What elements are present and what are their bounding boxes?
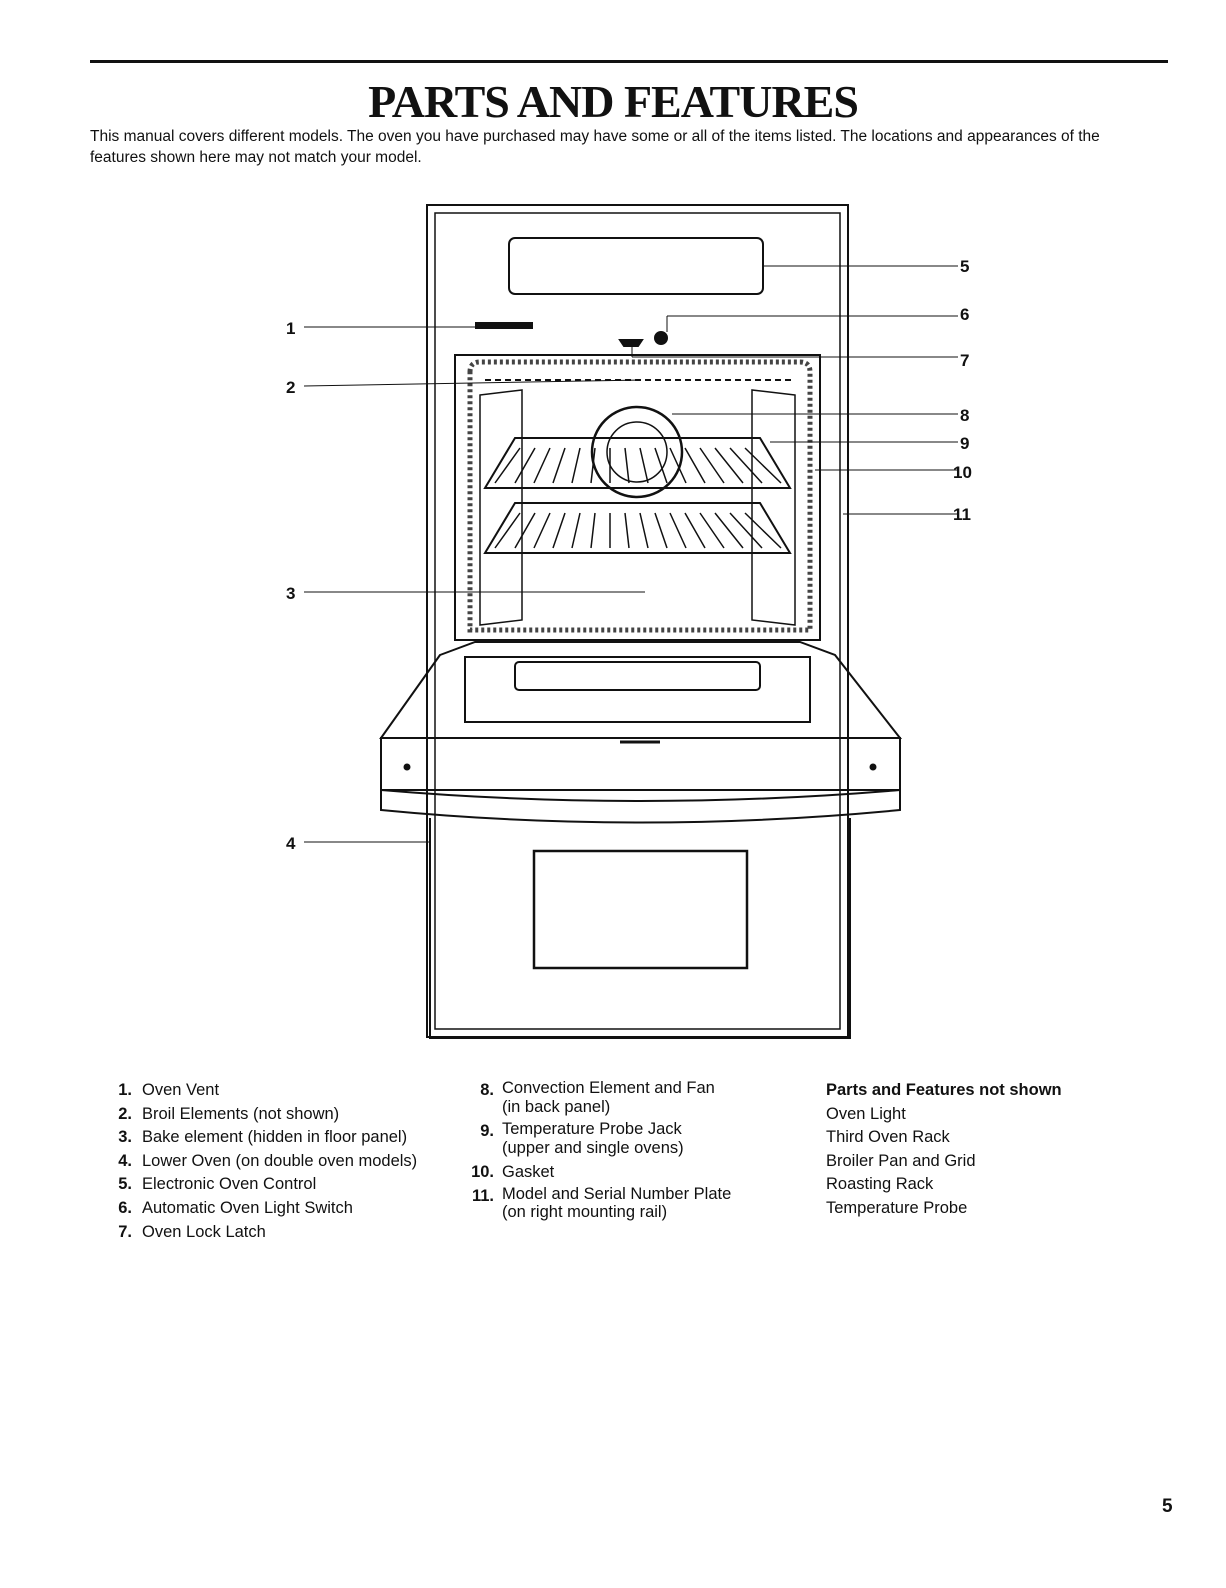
oven-vent xyxy=(475,322,533,329)
leader-lines xyxy=(303,265,958,843)
callout-3: 3 xyxy=(286,584,295,603)
list-item: 1.Oven Vent xyxy=(118,1081,220,1099)
list-item: Third Oven Rack xyxy=(826,1128,950,1147)
not-shown-heading: Parts and Features not shown xyxy=(826,1081,1062,1099)
lower-oven xyxy=(429,818,851,1039)
callout-11: 11 xyxy=(953,505,971,524)
oven-cabinet-outline xyxy=(426,204,849,1038)
electronic-oven-control xyxy=(508,237,764,295)
left-rack-supports xyxy=(479,389,523,626)
list-item: 3.Bake element (hidden in floor panel) xyxy=(118,1128,408,1147)
oven-cavity-frame xyxy=(454,354,821,641)
list-item: Temperature Probe xyxy=(826,1198,968,1217)
door-window-frame xyxy=(464,656,811,723)
callout-4: 4 xyxy=(286,834,296,853)
door-face xyxy=(380,737,901,791)
list-item: Oven Light xyxy=(826,1104,906,1123)
list-item: Roasting Rack xyxy=(826,1175,934,1194)
list-item: 6.Automatic Oven Light Switch xyxy=(118,1198,353,1217)
callout-10: 10 xyxy=(953,463,972,482)
convection-fan xyxy=(590,405,684,499)
list-item: 10.Gasket xyxy=(471,1163,555,1181)
not-shown-list: Parts and Features not shown Oven Light … xyxy=(826,1079,1062,1221)
oven-cabinet-inner-outline xyxy=(434,212,841,1030)
list-item: 5.Electronic Oven Control xyxy=(118,1175,317,1194)
lower-oven-rack xyxy=(483,502,792,554)
door-screw-right xyxy=(869,763,877,771)
callout-1: 1 xyxy=(286,319,295,338)
list-item: 9.Temperature Probe Jack(upper and singl… xyxy=(480,1120,684,1157)
parts-list-middle: 8.Convection Element and Fan(in back pan… xyxy=(470,1079,731,1226)
oven-gasket xyxy=(467,359,813,633)
list-item: 2.Broil Elements (not shown) xyxy=(118,1104,340,1123)
list-item: 11.Model and Serial Number Plate(on righ… xyxy=(471,1184,732,1222)
list-item: 7.Oven Lock Latch xyxy=(118,1222,266,1241)
list-item: 8.Convection Element and Fan(in back pan… xyxy=(480,1079,715,1116)
callout-2: 2 xyxy=(286,378,295,397)
page-title: PARTS AND FEATURES xyxy=(368,76,859,127)
header-rule xyxy=(90,60,1168,63)
lower-oven-window xyxy=(532,849,749,970)
door-window xyxy=(514,661,761,691)
list-item: 4.Lower Oven (on double oven models) xyxy=(118,1151,418,1170)
oven-lock-latch xyxy=(618,339,644,347)
list-item: Broiler Pan and Grid xyxy=(826,1151,976,1170)
oven-light-switch xyxy=(654,331,668,345)
door-screw-left xyxy=(403,763,411,771)
callout-9: 9 xyxy=(960,434,969,453)
convection-fan-inner xyxy=(606,421,668,483)
door-handle xyxy=(380,788,901,824)
page-number: 5 xyxy=(1162,1496,1173,1517)
right-rack-supports xyxy=(751,389,796,626)
callout-5: 5 xyxy=(960,257,969,276)
intro-paragraph: This manual covers different models. The… xyxy=(90,128,1100,166)
callout-6: 6 xyxy=(960,305,969,324)
callout-7: 7 xyxy=(960,351,969,370)
parts-list-left: 1.Oven Vent 2.Broil Elements (not shown)… xyxy=(118,1079,417,1244)
upper-oven-rack xyxy=(483,437,792,489)
callout-8: 8 xyxy=(960,406,969,425)
